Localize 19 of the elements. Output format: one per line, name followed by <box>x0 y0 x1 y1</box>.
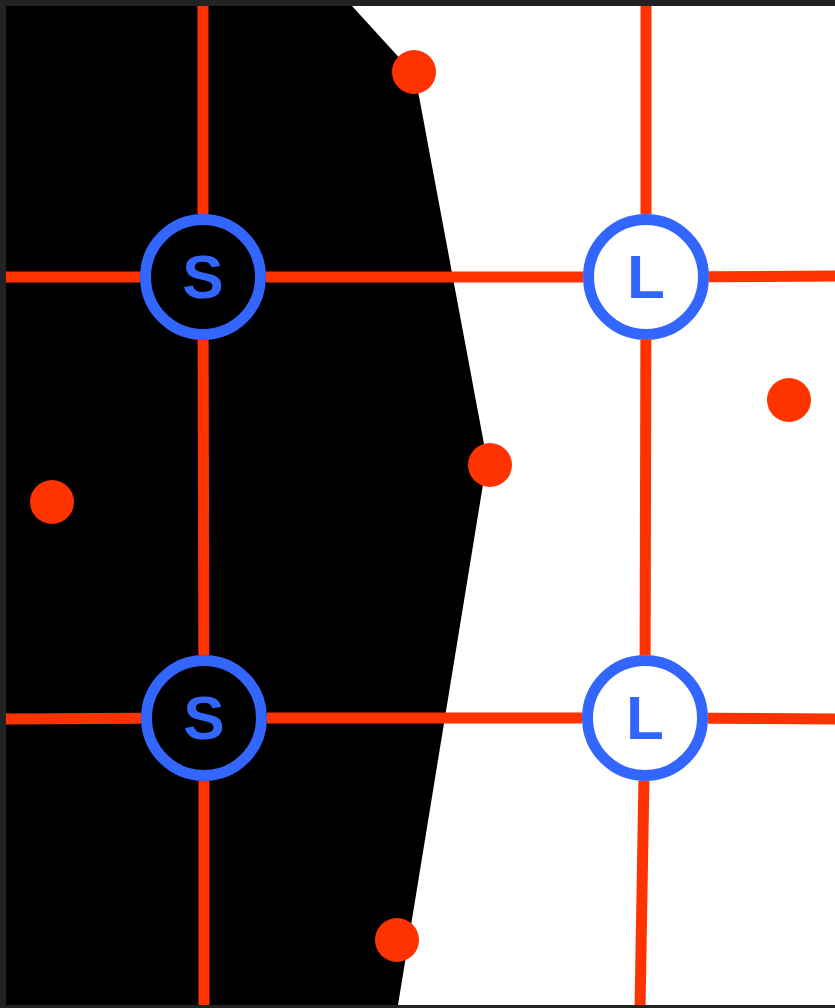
connector-line <box>707 712 835 725</box>
connector-line <box>708 270 835 283</box>
connector-line <box>267 712 582 724</box>
node-letter: S <box>182 246 224 308</box>
node-circle <box>583 214 709 340</box>
connector-line <box>197 340 210 655</box>
node-letter: L <box>627 246 665 308</box>
node-circle <box>141 655 267 781</box>
connector-line <box>640 6 652 214</box>
connector-line <box>6 271 140 283</box>
connector-line <box>639 340 652 655</box>
connector-line <box>634 780 650 1005</box>
node-circle <box>582 655 708 781</box>
connector-line <box>6 712 141 725</box>
connector-line <box>266 271 583 283</box>
node-letter: L <box>626 687 664 749</box>
connector-line <box>197 6 209 214</box>
node-letter: S <box>183 687 225 749</box>
node-circle <box>140 214 266 340</box>
